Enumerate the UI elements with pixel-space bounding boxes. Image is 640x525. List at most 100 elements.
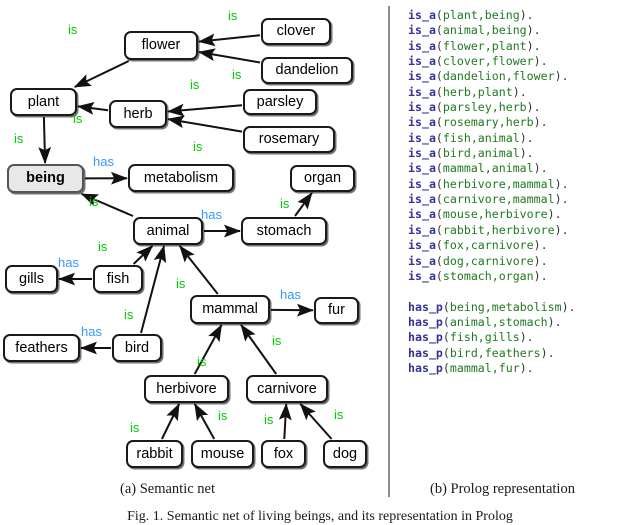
net-node-label: herb	[123, 107, 152, 122]
edge-label-has-bird-feathers: has	[81, 325, 102, 338]
prolog-arguments: mouse,herbivore	[443, 207, 548, 221]
prolog-arguments: rabbit,herbivore	[443, 223, 555, 237]
prolog-open-paren: (	[436, 69, 443, 83]
net-node-parsley: parsley	[243, 89, 317, 115]
net-node-label: fish	[107, 272, 130, 287]
prolog-arguments: herb,plant	[443, 85, 513, 99]
prolog-open-paren: (	[443, 330, 450, 344]
prolog-arguments: flower,plant	[443, 39, 527, 53]
net-node-label: gills	[19, 272, 44, 287]
prolog-open-paren: (	[443, 300, 450, 314]
prolog-fact: has_p(mammal,fur).	[408, 361, 534, 375]
net-edge-fox-to-carnivore	[284, 404, 286, 439]
prolog-fact: is_a(herb,plant).	[408, 85, 527, 99]
net-edge-plant-to-being	[44, 117, 45, 163]
prolog-close-paren: ).	[534, 238, 548, 252]
net-edge-clover-to-flower	[199, 35, 260, 41]
prolog-fact: is_a(parsley,herb).	[408, 100, 541, 114]
edge-label-is-animal-being: is	[89, 195, 98, 208]
net-node-stomach: stomach	[241, 217, 327, 245]
prolog-predicate: is_a	[408, 54, 436, 68]
prolog-open-paren: (	[436, 85, 443, 99]
prolog-open-paren: (	[436, 223, 443, 237]
edge-label-is-parsley-herb: is	[190, 78, 199, 91]
prolog-predicate: has_p	[408, 361, 443, 375]
net-node-label: stomach	[257, 224, 312, 239]
prolog-fact: is_a(rosemary,herb).	[408, 115, 548, 129]
net-node-label: clover	[277, 24, 316, 39]
edge-label-is-rosemary-herb: is	[193, 140, 202, 153]
net-node-fox: fox	[261, 440, 306, 468]
net-node-label: metabolism	[144, 171, 218, 186]
net-node-dandelion: dandelion	[261, 57, 353, 84]
net-node-herb: herb	[109, 100, 167, 128]
prolog-fact: is_a(dandelion,flower).	[408, 69, 569, 83]
subcaption-prolog-representation: (b) Prolog representation	[430, 481, 575, 498]
prolog-predicate: has_p	[408, 330, 443, 344]
net-edge-fish-to-animal	[134, 246, 153, 264]
edge-label-has-mammal-fur: has	[280, 288, 301, 301]
prolog-fact: is_a(fish,animal).	[408, 131, 534, 145]
net-edge-bird-to-animal	[141, 246, 164, 333]
prolog-predicate: is_a	[408, 192, 436, 206]
prolog-arguments: animal,stomach	[450, 315, 548, 329]
edge-label-has-animal-stomach: has	[201, 208, 222, 221]
prolog-close-paren: ).	[534, 254, 548, 268]
net-node-label: mouse	[201, 447, 245, 462]
prolog-predicate: is_a	[408, 8, 436, 22]
edge-label-is-mouse-herbivore: is	[218, 409, 227, 422]
prolog-blank-line	[408, 284, 576, 299]
edge-label-is-fish-animal: is	[98, 240, 107, 253]
prolog-close-paren: ).	[562, 300, 576, 314]
subcaption-semantic-net: (a) Semantic net	[120, 481, 215, 498]
prolog-fact: is_a(animal,being).	[408, 23, 541, 37]
prolog-predicate: is_a	[408, 254, 436, 268]
net-node-gills: gills	[5, 265, 58, 293]
prolog-predicate: is_a	[408, 207, 436, 221]
prolog-predicate: is_a	[408, 23, 436, 37]
net-node-label: mammal	[202, 302, 258, 317]
prolog-predicate: has_p	[408, 315, 443, 329]
prolog-close-paren: ).	[555, 192, 569, 206]
prolog-predicate: is_a	[408, 115, 436, 129]
net-node-label: dandelion	[276, 63, 339, 78]
prolog-open-paren: (	[443, 346, 450, 360]
edge-label-is-carnivore-mammal: is	[272, 334, 281, 347]
net-node-flower: flower	[124, 31, 198, 60]
net-node-label: rosemary	[259, 132, 319, 147]
prolog-arguments: bird,feathers	[450, 346, 541, 360]
edge-label-is-stomach-organ: is	[280, 197, 289, 210]
net-node-label: feathers	[15, 341, 67, 356]
prolog-fact: is_a(fox,carnivore).	[408, 238, 548, 252]
net-edge-flower-to-plant	[75, 61, 129, 87]
net-node-metabolism: metabolism	[128, 164, 234, 192]
net-node-label: parsley	[257, 95, 304, 110]
prolog-arguments: mammal,fur	[450, 361, 520, 375]
net-edge-carnivore-to-mammal	[241, 325, 276, 374]
prolog-close-paren: ).	[534, 161, 548, 175]
prolog-close-paren: ).	[555, 223, 569, 237]
net-edge-rabbit-to-herbivore	[162, 404, 179, 439]
edge-label-is-flower-plant: is	[68, 23, 77, 36]
prolog-open-paren: (	[436, 54, 443, 68]
prolog-open-paren: (	[436, 269, 443, 283]
prolog-arguments: clover,flower	[443, 54, 534, 68]
prolog-fact: has_p(animal,stomach).	[408, 315, 562, 329]
prolog-close-paren: ).	[548, 315, 562, 329]
prolog-close-paren: ).	[534, 54, 548, 68]
prolog-predicate: is_a	[408, 223, 436, 237]
net-node-label: dog	[333, 447, 357, 462]
prolog-fact: is_a(carnivore,mammal).	[408, 192, 569, 206]
prolog-predicate: is_a	[408, 69, 436, 83]
prolog-arguments: plant,being	[443, 8, 520, 22]
prolog-predicate: is_a	[408, 238, 436, 252]
prolog-arguments: being,metabolism	[450, 300, 562, 314]
net-node-mouse: mouse	[191, 440, 254, 468]
prolog-close-paren: ).	[527, 23, 541, 37]
prolog-open-paren: (	[436, 23, 443, 37]
prolog-open-paren: (	[443, 361, 450, 375]
net-node-animal: animal	[133, 217, 203, 245]
edge-label-is-plant-being: is	[14, 132, 23, 145]
